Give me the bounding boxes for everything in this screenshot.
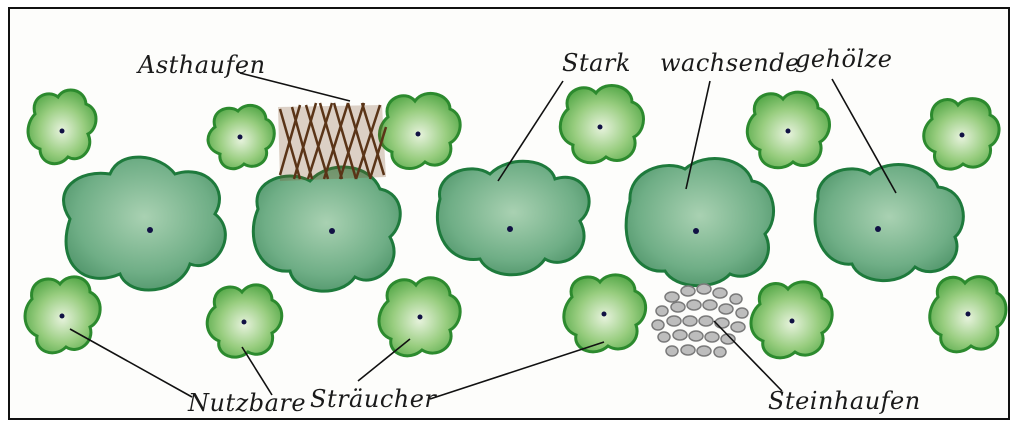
- large-tree-2: [253, 167, 400, 291]
- label-gehoelze: gehölze: [795, 45, 893, 73]
- shrub-top-5: [747, 92, 829, 168]
- shrub-bottom-6: [930, 277, 1006, 352]
- shrub-bottom-4: [564, 275, 646, 352]
- label-stark: Stark: [562, 49, 631, 77]
- shrub-bottom-5: [751, 282, 832, 358]
- shrub-top-2: [208, 105, 274, 168]
- label-wachsende: wachsende: [660, 49, 800, 77]
- label-straeucher: Sträucher: [310, 385, 437, 413]
- tree-crown-icon: [253, 167, 400, 291]
- label-asthaufen: Asthaufen: [136, 51, 266, 79]
- tree-crown-icon: [64, 157, 226, 290]
- label-nutzbare: Nutzbare: [187, 389, 306, 417]
- shrub-top-4: [560, 85, 643, 162]
- shrub-bottom-2: [207, 285, 282, 357]
- leader-nutzbare-1: [70, 329, 192, 397]
- shrub-top-6: [924, 99, 999, 169]
- shrub-top-1: [28, 90, 96, 164]
- leader-straeucher-2: [430, 342, 604, 399]
- shrub-icon: [379, 93, 460, 168]
- shrub-bottom-3: [379, 278, 460, 356]
- shrub-icon: [560, 85, 643, 162]
- tree-crown-icon: [626, 159, 773, 286]
- large-tree-1: [64, 157, 226, 290]
- shrub-top-3: [379, 93, 460, 168]
- shrub-bottom-1: [25, 277, 100, 353]
- drawing-frame: Asthaufen Stark wachsende gehölze Nutzba…: [8, 7, 1010, 420]
- large-tree-3: [437, 161, 589, 274]
- stone-pile-icon: [652, 284, 748, 357]
- tree-crown-icon: [437, 161, 589, 274]
- label-steinhaufen: Steinhaufen: [768, 387, 921, 415]
- branch-pile-icon: [278, 103, 386, 181]
- large-tree-4: [626, 159, 773, 286]
- planting-diagram: Asthaufen Stark wachsende gehölze Nutzba…: [10, 9, 1010, 420]
- shrub-icon: [28, 90, 96, 164]
- leader-straeucher-1: [358, 339, 410, 381]
